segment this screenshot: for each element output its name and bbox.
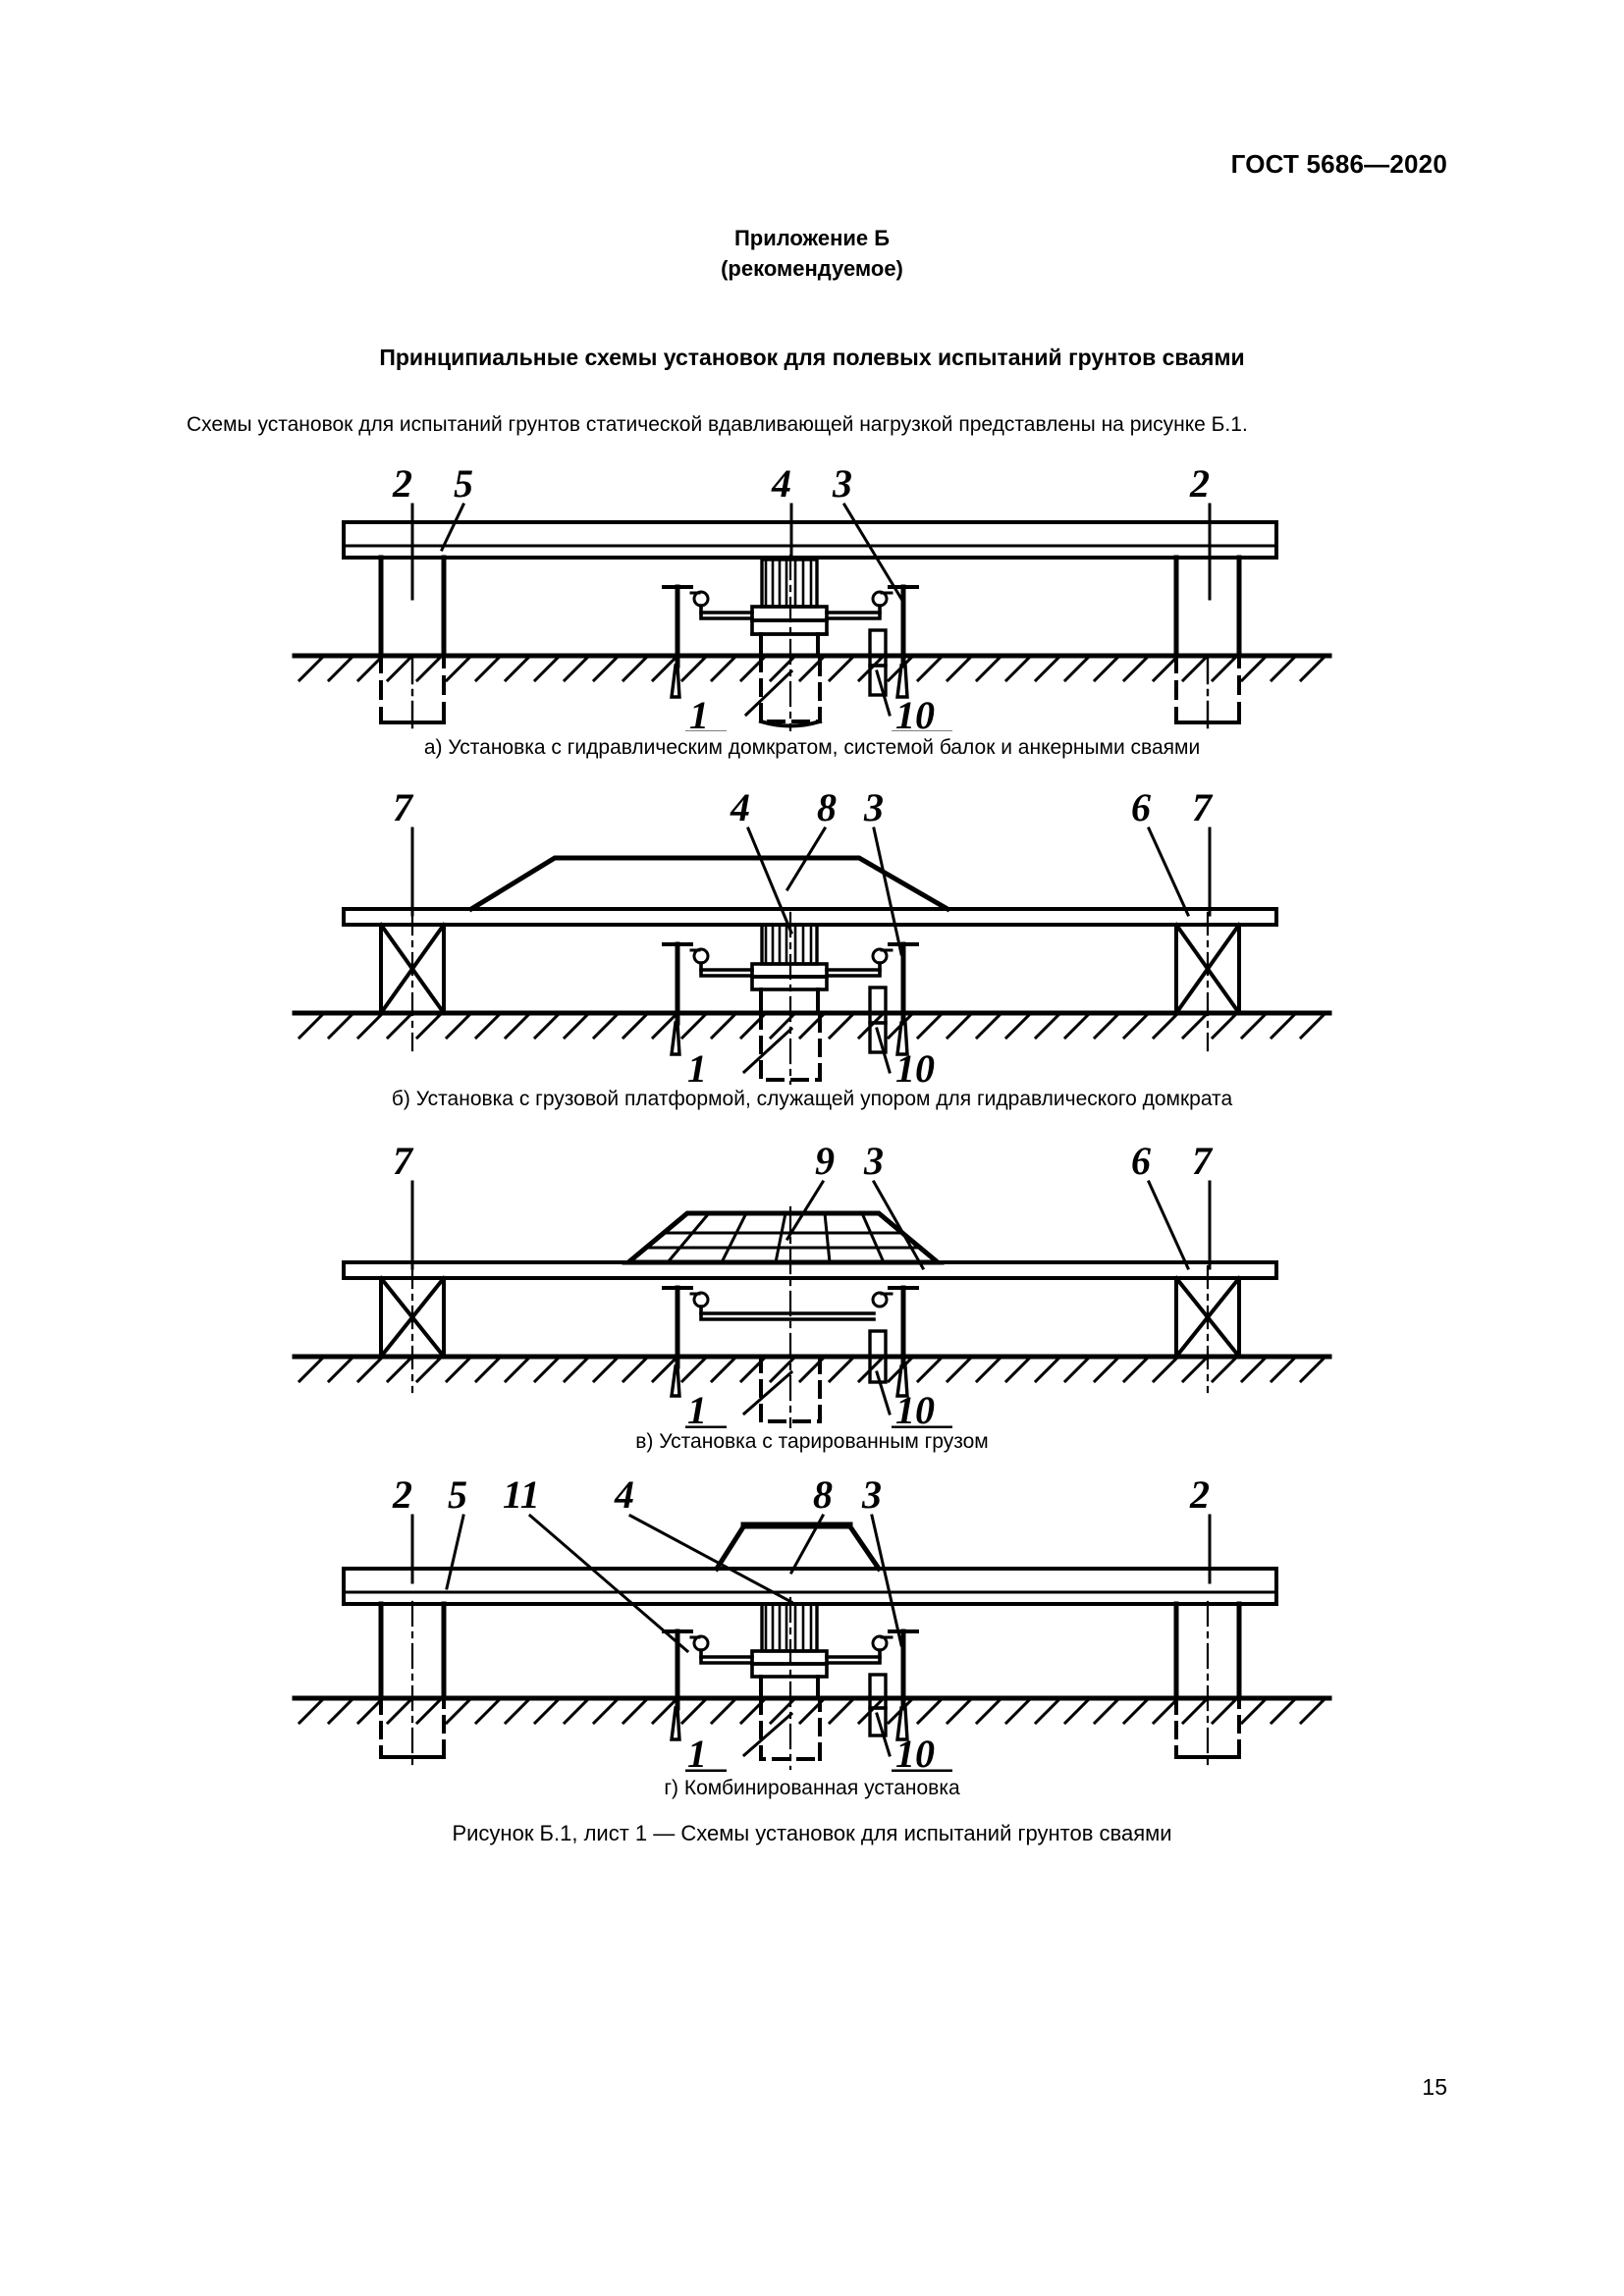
callout-2-left: 2 [392,1472,412,1517]
figure-title: Рисунок Б.1, лист 1 — Схемы установок дл… [452,1821,1172,1845]
scheme-a-drawing: 2 5 4 3 2 1 10 [0,461,1624,731]
document-standard-header: ГОСТ 5686—2020 [1230,149,1447,179]
scheme-a-beam [342,520,1278,560]
callout-8: 8 [817,785,837,829]
scheme-a-anchor-pile-left [379,654,446,731]
scheme-c-drawing: 7 9 3 6 7 1 10 [0,1139,1624,1428]
scheme-d-anchor-pile-left [379,1600,446,1769]
scheme-c-ground [292,1354,1332,1384]
callout-10: 10 [895,1388,935,1428]
callout-3: 3 [863,1139,884,1183]
callout-6: 6 [1131,785,1151,829]
callout-9: 9 [815,1139,835,1183]
scheme-c-svg: 7 9 3 6 7 1 10 [292,1139,1332,1428]
section-title: Принципиальные схемы установок для полев… [379,345,1245,370]
scheme-c-callout-labels: 7 9 3 6 7 1 10 [393,1139,1214,1428]
callout-7-left: 7 [393,1139,414,1183]
scheme-d-anchor-pile-right [1174,1600,1241,1769]
scheme-d-svg: 2 5 11 4 8 3 2 1 10 [292,1472,1332,1772]
scheme-d-caption: г) Комбинированная установка [664,1777,960,1799]
scheme-a-callout-leaders [410,502,1212,718]
scheme-c-tared-load [622,1210,945,1265]
callout-3: 3 [861,1472,882,1517]
scheme-d-test-pile [759,1596,822,1771]
scheme-d-callout-leaders [410,1513,1212,1758]
appendix-heading: Приложение Б (рекомендуемое) [0,223,1624,284]
scheme-d-posts [378,1601,1242,1701]
callout-2-left: 2 [392,461,412,506]
callout-10: 10 [895,693,935,731]
scheme-a-anchor-pile-right [1174,654,1241,731]
scheme-a-test-pile [758,554,823,731]
callout-3: 3 [832,461,852,506]
callout-1: 1 [687,1388,707,1428]
callout-4: 4 [730,785,750,829]
scheme-c-test-pile [759,1205,822,1428]
callout-2-right: 2 [1189,461,1210,506]
page-number: 15 [1422,2074,1447,2100]
scheme-d-callout-labels: 2 5 11 4 8 3 2 1 10 [392,1472,1210,1772]
scheme-b-svg: 7 4 8 3 6 7 1 10 [292,785,1332,1085]
scheme-d-drawing: 2 5 11 4 8 3 2 1 10 [0,1472,1624,1772]
scheme-b-reference-system [662,941,919,1056]
scheme-c-caption: в) Установка с тарированным грузом [635,1430,989,1453]
callout-7-left: 7 [393,785,414,829]
scheme-a-caption: а) Установка с гидравлическим домкратом,… [423,736,1201,759]
scheme-c-beam [342,1260,1278,1280]
callout-10: 10 [895,1732,935,1772]
callout-11: 11 [503,1472,540,1517]
scheme-c-callout-leaders [410,1179,1212,1416]
scheme-a-posts [378,555,1242,659]
callout-8: 8 [813,1472,833,1517]
callout-7-right: 7 [1192,1139,1214,1183]
callout-6: 6 [1131,1139,1151,1183]
appendix-subtitle: (рекомендуемое) [721,256,903,281]
scheme-c-reference-system [662,1285,919,1398]
scheme-d-load-platform [713,1522,883,1573]
callout-2-right: 2 [1189,1472,1210,1517]
scheme-a-svg: 2 5 4 3 2 1 10 [292,461,1332,731]
callout-10: 10 [895,1046,935,1085]
scheme-a-callout-labels: 2 5 4 3 2 1 10 [392,461,1210,731]
callout-5: 5 [448,1472,467,1517]
callout-7-right: 7 [1192,785,1214,829]
scheme-b-ground [292,1010,1332,1041]
scheme-a-reference-system [662,584,919,699]
callout-4: 4 [614,1472,634,1517]
scheme-d-beam [342,1567,1278,1606]
scheme-b-callout-labels: 7 4 8 3 6 7 1 10 [393,785,1214,1085]
callout-3: 3 [863,785,884,829]
appendix-title: Приложение Б [733,226,891,250]
scheme-d-ground [292,1695,1332,1726]
scheme-b-beam [342,907,1278,927]
scheme-b-callout-leaders [410,826,1212,1075]
callout-1: 1 [687,1046,707,1085]
scheme-a-ground [292,653,1332,683]
scheme-b-caption: б) Установка с грузовой платформой, служ… [391,1088,1233,1110]
scheme-b-drawing: 7 4 8 3 6 7 1 10 [0,785,1624,1085]
scheme-b-test-pile [759,911,822,1085]
scheme-b-load-platform [467,855,951,913]
callout-1: 1 [687,1732,707,1772]
callout-5: 5 [454,461,473,506]
callout-4: 4 [771,461,791,506]
callout-1: 1 [689,693,709,731]
intro-paragraph: Схемы установок для испытаний грунтов ст… [187,413,1248,436]
